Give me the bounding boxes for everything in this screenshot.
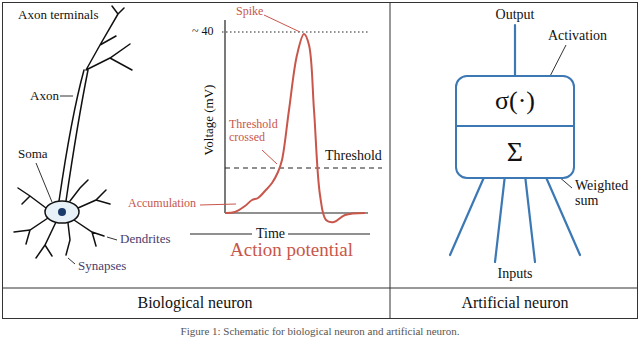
- leader-line: [68, 258, 75, 264]
- dendrites: [14, 180, 110, 258]
- row-divider: [3, 288, 638, 289]
- port-label: Inputs: [498, 266, 533, 281]
- port-label: Output: [496, 7, 535, 22]
- curve-annotation: Spike: [236, 5, 263, 18]
- frame: [3, 3, 638, 319]
- panel-divider: [390, 3, 391, 319]
- leader-line: [264, 15, 300, 32]
- time-rule: [190, 233, 252, 234]
- output-wire: [514, 25, 516, 75]
- threshold-label: Threshold: [325, 148, 382, 163]
- nucleus: [58, 208, 66, 216]
- neuron-box: σ(·)Σ: [455, 75, 575, 179]
- input-wire: [545, 175, 580, 255]
- chart-leaders: [200, 15, 300, 205]
- action-potential-curve: [225, 34, 365, 222]
- leader-line: [262, 150, 277, 164]
- threshold-line: [225, 167, 382, 168]
- leader-line: [107, 237, 117, 240]
- leader-line: [36, 163, 52, 202]
- time-rule: [288, 233, 370, 234]
- soma: [45, 201, 79, 223]
- part-label: Dendrites: [120, 232, 171, 246]
- neuron-drawing: [14, 6, 132, 258]
- activation-symbol: σ(·): [457, 77, 573, 127]
- part-label: Axon: [30, 89, 59, 103]
- curve-annotation: Threshold crossed: [229, 118, 284, 144]
- y-axis: [224, 20, 225, 213]
- peak-line: [222, 31, 368, 32]
- axon: [59, 70, 84, 201]
- chart-title: Action potential: [230, 240, 353, 261]
- figure-caption: Figure 1: Schematic for biological neuro…: [181, 325, 460, 337]
- axis-value: ~ 40: [192, 25, 214, 38]
- input-wire: [495, 175, 505, 262]
- neuron-wires: [450, 25, 580, 262]
- part-label: Soma: [18, 147, 48, 161]
- panel-label: Artificial neuron: [461, 294, 568, 312]
- part-label: Weighted sum: [575, 178, 637, 209]
- input-wire: [450, 175, 485, 255]
- input-wire: [525, 175, 535, 262]
- curve-annotation: Accumulation: [128, 197, 196, 210]
- frame-border: [3, 3, 638, 319]
- leader-line: [200, 204, 236, 205]
- chart-axes: [190, 20, 382, 234]
- axis-title: Voltage (mV): [202, 85, 216, 156]
- part-label: Axon terminals: [18, 8, 99, 22]
- part-label: Synapses: [78, 259, 126, 273]
- sum-symbol: Σ: [457, 127, 573, 177]
- leader-line: [60, 96, 73, 97]
- x-axis: [225, 212, 368, 213]
- leader-lines: [36, 96, 117, 264]
- panel-label: Biological neuron: [137, 294, 252, 312]
- part-label: Activation: [548, 28, 607, 43]
